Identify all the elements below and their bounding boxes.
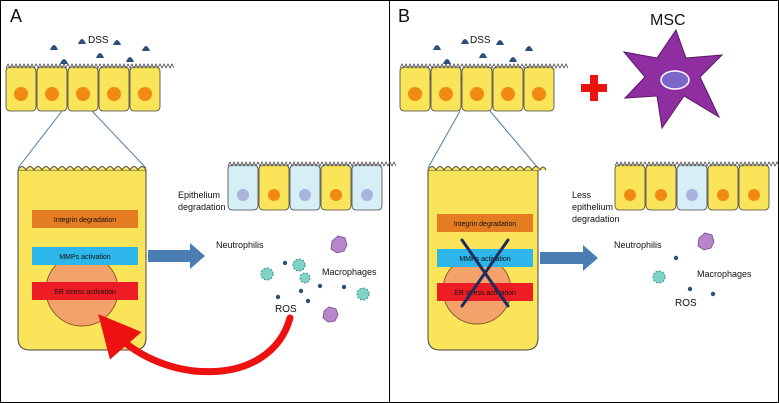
- inhibition-cross-icon: [460, 238, 510, 308]
- panel-b-bar-mmps: MMPs activation: [437, 249, 533, 267]
- panel-b-blue-arrow: [540, 245, 598, 271]
- panel-a-macrophage-cells: [322, 235, 348, 323]
- panel-a: A DSS: [5, 6, 397, 376]
- panel-b-macrophage-cells: [697, 232, 715, 251]
- panel-a-blue-arrow: [148, 243, 205, 269]
- panel-b-epithelium-label-2: epithelium: [572, 202, 613, 212]
- panel-a-zoom-lines: [17, 110, 147, 169]
- panel-a-dss-label: DSS: [88, 35, 109, 46]
- panel-a-letter: A: [10, 6, 22, 26]
- panel-b-msc-label: MSC: [650, 12, 686, 29]
- panel-b-neutrophils-label: Neutrophilis: [614, 240, 662, 250]
- panel-a-bar-integrin-label: Integrin degradation: [54, 217, 116, 224]
- panel-a-ros-dots: [275, 260, 347, 304]
- panel-b-letter: B: [398, 6, 410, 26]
- panel-a-feedback-arrow: [98, 314, 294, 376]
- panel-a-damaged-epithelium: [227, 161, 397, 211]
- panel-a-epithelium-label-2: degradation: [178, 202, 226, 212]
- panel-b-bar-mmps-label: MMPs activation: [459, 256, 510, 263]
- panel-b-epithelium-label: Less: [572, 190, 592, 200]
- panel-b-macrophages-label: Macrophages: [697, 269, 752, 279]
- panel-b-ros-label: ROS: [675, 298, 697, 309]
- panel-a-bar-mmps-label: MMPs activation: [59, 254, 110, 261]
- panel-b-zoom-lines: [427, 110, 539, 169]
- panel-a-macrophages-label: Macrophages: [322, 267, 377, 277]
- panel-a-epithelium-label: Epithelium: [178, 190, 220, 200]
- panel-a-bar-integrin: Integrin degradation: [32, 210, 138, 228]
- panel-a-neutrophil-cells: [260, 258, 370, 301]
- panel-b-bar-er-label: ER stress activation: [454, 290, 516, 297]
- panel-b-neutrophil-cells: [652, 270, 666, 284]
- plus-icon: [581, 75, 607, 101]
- panel-b-epithelium-row: [399, 63, 569, 112]
- panel-b-bar-integrin: Integrin degradation: [437, 214, 533, 232]
- panel-a-bar-mmps: MMPs activation: [32, 247, 138, 265]
- msc-cell-icon: [622, 28, 724, 130]
- panel-b-ros-dots: [673, 255, 716, 297]
- panel-a-epithelium-row: [5, 63, 175, 112]
- panel-b: B DSS MSC: [398, 6, 779, 351]
- panel-a-neutrophils-label: Neutrophilis: [216, 240, 264, 250]
- panel-b-healthy-epithelium: [614, 161, 779, 211]
- panel-b-epithelium-label-3: degradation: [572, 214, 620, 224]
- panel-b-bar-integrin-label: Integrin degradation: [454, 221, 516, 228]
- panel-a-bar-er: ER stress activation: [32, 282, 138, 300]
- panel-b-dss-label: DSS: [470, 35, 491, 46]
- panel-a-ros-label: ROS: [275, 304, 297, 315]
- panel-b-bar-er: ER stress activation: [437, 283, 533, 301]
- panel-a-bar-er-label: ER stress activation: [54, 289, 116, 296]
